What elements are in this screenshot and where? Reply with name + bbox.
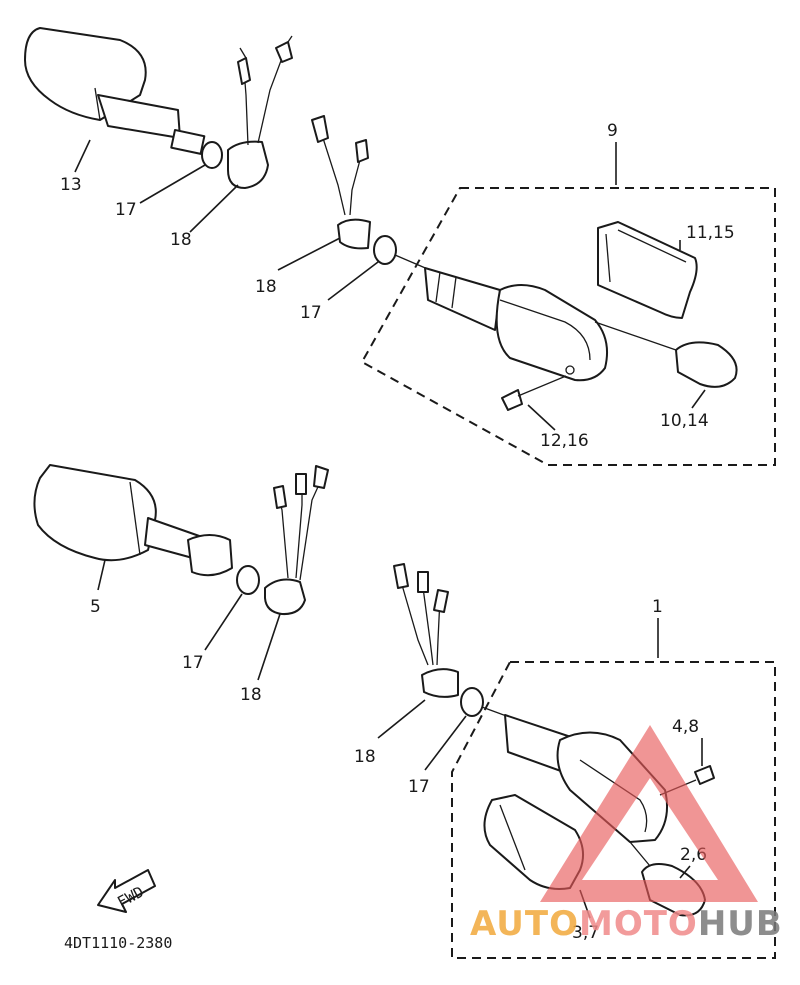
callout-17-b: 17: [300, 303, 322, 323]
holder-18-c: [264, 578, 306, 616]
callout-18-d: 18: [354, 747, 376, 767]
callout-12-16: 12,16: [540, 431, 589, 451]
assembly-top-right: [311, 115, 738, 411]
callout-17-c: 17: [182, 653, 204, 673]
fwd-arrow: FWD: [97, 869, 156, 913]
assembly-middle-left: [33, 464, 329, 616]
callout-5: 5: [90, 597, 101, 617]
callout-18: 18: [170, 230, 192, 250]
lens-5: [33, 464, 157, 562]
callout-13: 13: [60, 175, 82, 195]
assembly-bottom-right: [393, 563, 715, 917]
callout-4-8: 4,8: [672, 717, 699, 737]
grommet-17-d: [460, 687, 484, 717]
watermark-text: AUTOMOTOHUB: [470, 904, 783, 944]
holder-18-d: [421, 668, 459, 698]
holder-18-b: [337, 218, 371, 250]
lens-13: [24, 27, 147, 121]
stem-b: [424, 267, 501, 331]
drawing-code: 4DT1110-2380: [64, 934, 172, 952]
ring-5: [187, 534, 233, 577]
grommet-17-b: [373, 235, 397, 265]
housing-b: [495, 284, 608, 382]
group-1-boundary: [451, 661, 776, 959]
screw-12-16: [501, 389, 523, 411]
watermark: AUTOMOTOHUB: [470, 725, 783, 944]
callout-17-d: 17: [408, 777, 430, 797]
screw-4-8: [694, 765, 715, 785]
holder-18: [227, 140, 269, 189]
assembly-top-left: [24, 27, 293, 189]
callout-17: 17: [115, 200, 137, 220]
lens-11-15: [597, 221, 698, 319]
callout-9: 9: [607, 121, 618, 141]
callout-11-15: 11,15: [686, 223, 735, 243]
callout-1: 1: [652, 597, 663, 617]
watermark-triangle-icon: [540, 725, 758, 902]
grommet-17-c: [236, 565, 260, 595]
callout-18-c: 18: [240, 685, 262, 705]
grommet-17: [201, 141, 223, 169]
group-9-boundary: [360, 187, 776, 466]
callout-18-b: 18: [255, 277, 277, 297]
stem-13: [97, 94, 181, 139]
callout-10-14: 10,14: [660, 411, 709, 431]
bulb-10-14: [675, 341, 738, 388]
callout-3-7: 3,7: [572, 923, 599, 943]
